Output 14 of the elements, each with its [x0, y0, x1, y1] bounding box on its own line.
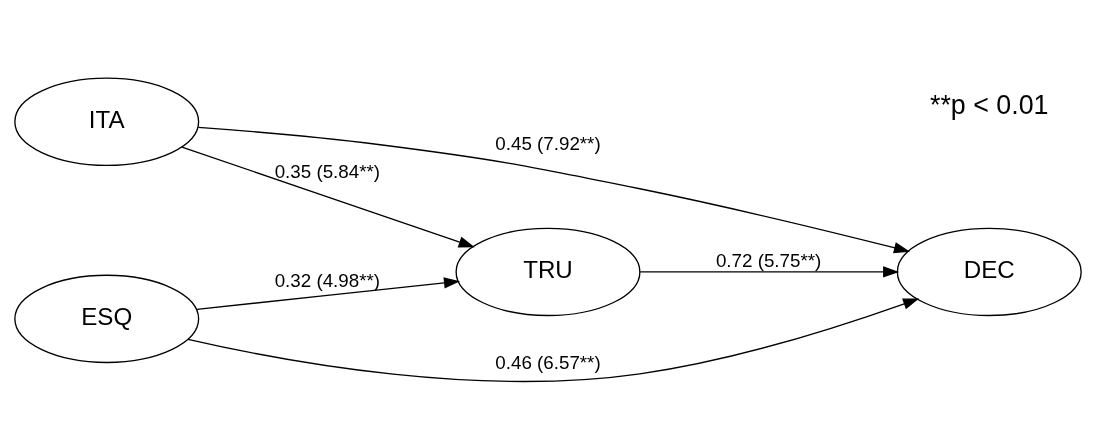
node-ellipse: ESQ [14, 274, 200, 363]
arrow [639, 265, 900, 278]
edge-label: 0.32 (4.98**) [274, 269, 381, 291]
edge-label: 0.72 (5.75**) [715, 249, 822, 271]
edge-label: 0.45 (7.92**) [495, 132, 601, 154]
arrow [187, 297, 920, 382]
node-ellipse: ITA [14, 76, 200, 166]
arrow [196, 276, 461, 310]
node-ellipse: DEC [896, 227, 1082, 316]
label: **p < 0.01 [929, 89, 1049, 120]
edge-label: 0.35 (5.84**) [274, 160, 381, 182]
arrow [181, 145, 475, 247]
arrow [197, 126, 911, 253]
edge-label: 0.46 (6.57**) [495, 351, 601, 373]
